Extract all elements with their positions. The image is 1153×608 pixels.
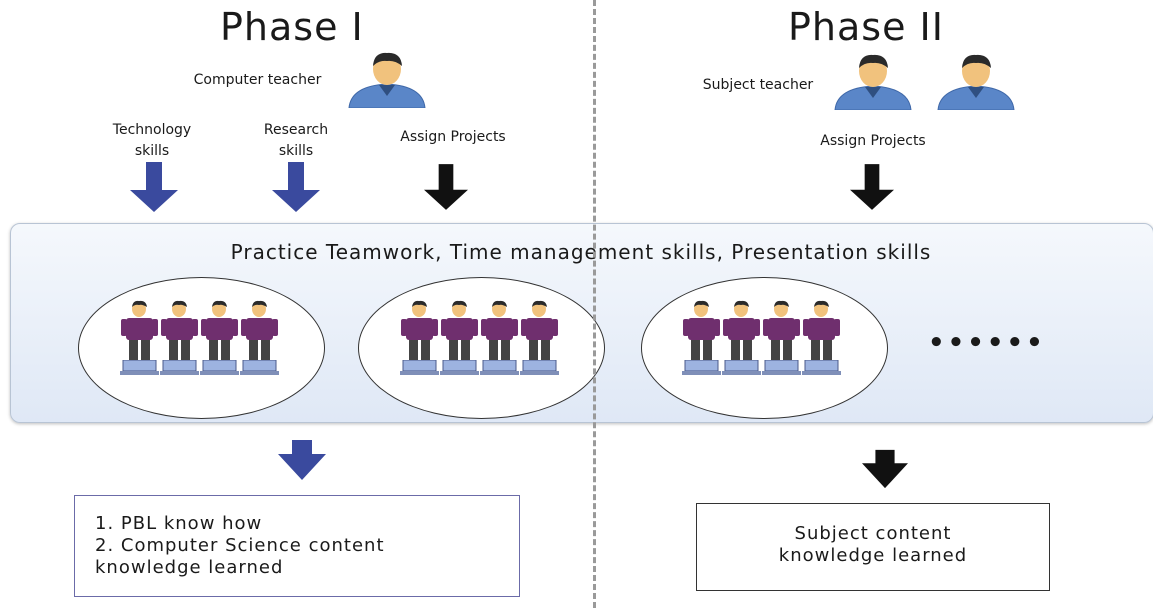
more-groups-ellipsis: •••••• — [928, 328, 1046, 358]
down-arrow-icon — [850, 164, 894, 210]
student-icon — [480, 300, 519, 382]
outcome-line: 1. PBL know how — [95, 513, 263, 534]
laptop-icon — [120, 359, 159, 380]
computer-teacher-label: Computer teacher — [193, 72, 322, 88]
down-arrow-icon — [424, 164, 468, 210]
student-group — [641, 277, 888, 419]
laptop-icon — [400, 359, 439, 380]
laptop-icon — [520, 359, 559, 380]
assign-projects-label: Assign Projects — [400, 129, 506, 145]
teacher-icon — [834, 54, 912, 110]
student-icon — [722, 300, 761, 382]
laptop-icon — [440, 359, 479, 380]
student-icon — [762, 300, 801, 382]
technology-skills-label: Technology skills — [112, 122, 192, 159]
outcome-line: 2. Computer Science content — [95, 535, 385, 556]
outcome-line: knowledge learned — [95, 557, 284, 578]
phase2-outcome-box: Subject content knowledge learned — [696, 503, 1050, 591]
teacher-icon — [348, 52, 426, 108]
student-icon — [120, 300, 159, 382]
phase-divider — [593, 0, 596, 608]
student-icon — [520, 300, 559, 382]
subject-teacher-label: Subject teacher — [702, 77, 814, 93]
student-icon — [440, 300, 479, 382]
student-icon — [400, 300, 439, 382]
phase1-title: Phase I — [220, 5, 364, 49]
teacher-icon — [937, 54, 1015, 110]
laptop-icon — [722, 359, 761, 380]
phase2-title: Phase II — [788, 5, 944, 49]
laptop-icon — [200, 359, 239, 380]
assign-projects-label-phase2: Assign Projects — [820, 133, 926, 149]
down-arrow-icon — [862, 449, 908, 489]
phase1-outcome-box: 1. PBL know how 2. Computer Science cont… — [74, 495, 520, 597]
research-skills-label: Research skills — [263, 122, 329, 159]
laptop-icon — [160, 359, 199, 380]
outcome-line: Subject content — [794, 523, 952, 544]
student-icon — [802, 300, 841, 382]
student-icon — [160, 300, 199, 382]
student-group — [358, 277, 605, 419]
laptop-icon — [480, 359, 519, 380]
laptop-icon — [762, 359, 801, 380]
student-icon — [200, 300, 239, 382]
student-group — [78, 277, 325, 419]
laptop-icon — [240, 359, 279, 380]
outcome-line: knowledge learned — [778, 545, 968, 566]
student-icon — [682, 300, 721, 382]
down-arrow-icon — [130, 162, 178, 212]
laptop-icon — [682, 359, 721, 380]
down-arrow-icon — [278, 440, 326, 480]
student-icon — [240, 300, 279, 382]
laptop-icon — [802, 359, 841, 380]
band-caption: Practice Teamwork, Time management skill… — [230, 240, 932, 264]
down-arrow-icon — [272, 162, 320, 212]
